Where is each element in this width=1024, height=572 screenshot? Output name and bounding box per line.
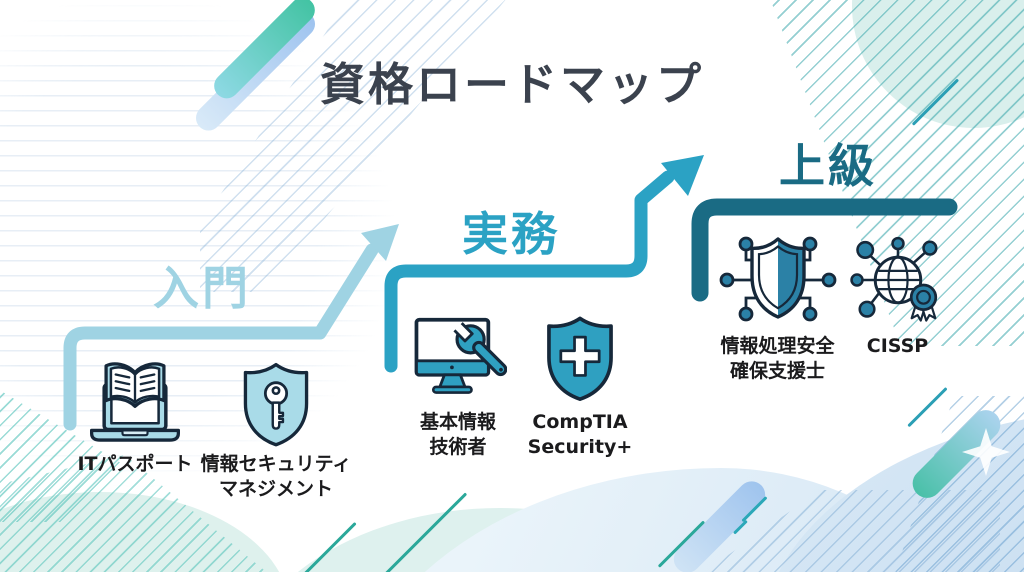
cert-security-management: 情報セキュリティ マネジメント [191,360,361,502]
shield-plus-icon [547,316,613,401]
cert-label: 基本情報 技術者 [419,411,496,458]
roadmap-step-line-beginner [63,243,379,431]
cert-cissp: CISSP [825,230,970,359]
cert-label: CompTIA Security+ [527,411,633,458]
stage-label-advanced: 上級 [779,139,877,193]
stage-label-intermediate: 実務 [462,207,560,261]
cert-label: ITパスポート [77,453,193,475]
cert-label: CISSP [866,335,929,357]
cert-fe-exam: 基本情報 技術者 [383,310,533,460]
roadmap-step-line-advanced [691,198,958,302]
cert-label: 情報処理安全 確保支援士 [720,335,835,382]
laptop-book-icon [89,362,181,442]
cert-label: 情報セキュリティ マネジメント [200,453,352,500]
monitor-wrench-icon [414,317,507,394]
roadmap-step-line-intermediate [384,170,675,373]
roadmap-arrow-beginner [361,224,399,261]
shield-key-icon [243,362,309,447]
cert-comptia-security-plus: CompTIA Security+ [505,312,655,460]
globe-network-icon [849,236,938,322]
stage-label-beginner: 入門 [153,261,251,315]
shield-circuit-icon [719,236,836,322]
page-title: 資格ロードマップ [319,58,704,111]
roadmap-arrow-intermediate [661,155,704,196]
